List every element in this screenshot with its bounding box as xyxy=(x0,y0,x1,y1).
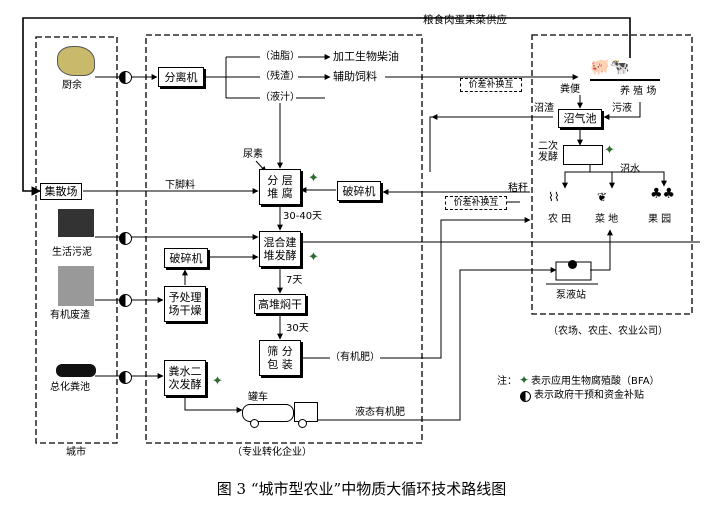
note-gov: 表示政府干预和资金补贴 xyxy=(534,390,644,401)
mix-compost-box: 混合建 堆发酵 xyxy=(259,231,301,267)
leftovers-label: 下脚料 xyxy=(165,180,195,191)
farm-region xyxy=(531,34,693,315)
livestock-label: 养 殖 场 xyxy=(620,86,657,97)
orchard-label: 果 园 xyxy=(648,214,672,225)
sludge-photo-icon xyxy=(58,209,94,237)
liquid-label: （液汁） xyxy=(260,92,300,103)
price-exchange-mid: 价差补换互 xyxy=(445,196,507,210)
note-bfa: 表示应用生物腐殖酸（BFA） xyxy=(531,376,660,387)
biogas-residue-label: 沼渣 xyxy=(534,103,554,114)
layered-line1: 分 层 xyxy=(267,174,293,187)
feed-label: 辅助饲料 xyxy=(333,70,377,83)
second-ferment-label: 二次 发酵 xyxy=(538,141,558,163)
bfa-leaf-icon: ✦ xyxy=(308,250,319,265)
layered-line2: 堆 腐 xyxy=(267,187,293,200)
high-pile-box: 高堆焖干 xyxy=(254,294,306,314)
bfa-leaf-icon: ✦ xyxy=(308,171,319,186)
city-label: 城市 xyxy=(66,447,86,458)
pump-label: 泵液站 xyxy=(556,290,586,301)
second-line1: 二次 xyxy=(538,141,558,152)
tanker-truck-icon xyxy=(242,402,318,428)
biogas-box: 沼气池 xyxy=(558,109,602,128)
second-ferment-tank xyxy=(563,145,603,165)
pretreat-line2: 场干燥 xyxy=(168,304,202,317)
mix-line2: 堆发酵 xyxy=(263,249,297,262)
vegetable-label: 菜 地 xyxy=(595,214,619,225)
separator-box: 分离机 xyxy=(158,67,204,87)
supply-label: 粮食肉蛋果菜供应 xyxy=(423,14,507,26)
field-icon: ⌇⌇ xyxy=(548,190,560,204)
crusher-left-box: 破碎机 xyxy=(164,248,208,268)
organic-waste-photo-icon xyxy=(58,266,94,306)
biogas-water-label: 沼水 xyxy=(620,164,640,175)
septic-label: 总化粪池 xyxy=(50,382,90,393)
enterprise-region xyxy=(145,34,423,444)
note-prefix: 注： xyxy=(497,376,517,387)
days-3040-label: 30-40天 xyxy=(283,211,323,222)
city-region xyxy=(35,36,118,444)
urea-label: 尿素 xyxy=(243,149,263,160)
market-box: 集散场 xyxy=(40,183,82,200)
enterprise-label: （专业转化企业） xyxy=(232,447,312,458)
bfa-leaf-icon: ✦ xyxy=(212,374,223,389)
livestock-icon: 🐖🐄 xyxy=(590,57,660,81)
gov-subsidy-icon xyxy=(119,371,132,384)
bfa-leaf-icon: ✦ xyxy=(519,373,530,387)
biodiesel-label: 加工生物柴油 xyxy=(333,50,399,63)
pretreat-box: 予处理 场干燥 xyxy=(164,286,206,322)
organic-fertilizer-label: （有机肥） xyxy=(330,352,380,363)
days-30-label: 30天 xyxy=(286,323,309,334)
farm-region-label: （农场、农庄、农业公司） xyxy=(548,326,668,337)
gov-subsidy-icon xyxy=(119,294,132,307)
supply-loop-line xyxy=(22,17,631,196)
liquid-fertilizer-label: 液态有机肥 xyxy=(355,407,405,418)
second-line2: 发酵 xyxy=(538,152,558,163)
septic-tank-icon xyxy=(56,364,96,377)
oil-label: （油脂） xyxy=(260,51,300,62)
pretreat-line1: 予处理 xyxy=(168,291,202,304)
screen-line1: 筛 分 xyxy=(267,345,293,358)
mix-line1: 混合建 xyxy=(263,236,297,249)
figure-caption: 图 3 “城市型农业”中物质大循环技术路线图 xyxy=(216,480,507,498)
manure-ferment-box: 粪水二 次发酵 xyxy=(164,360,206,396)
kitchen-label: 厨余 xyxy=(62,80,82,91)
gov-subsidy-icon xyxy=(520,391,531,402)
screen-line2: 包 装 xyxy=(267,358,293,371)
biogas-liquid-label: 污液 xyxy=(612,103,632,114)
field-label: 农 田 xyxy=(548,214,572,225)
pump-icon xyxy=(568,260,577,269)
days-7-label: 7天 xyxy=(286,275,303,286)
manure-line2: 次发酵 xyxy=(168,378,202,391)
manure-label: 粪便 xyxy=(560,84,580,95)
orchard-icon: ♣♣ xyxy=(650,186,676,202)
straw-label: 秸秆 xyxy=(508,183,528,194)
gov-subsidy-icon xyxy=(119,71,132,84)
crusher-right-box: 破碎机 xyxy=(337,181,381,201)
organic-waste-label: 有机废渣 xyxy=(50,310,90,321)
gov-subsidy-icon xyxy=(119,232,132,245)
vegetable-icon: ❦ xyxy=(597,190,608,204)
bfa-leaf-icon: ✦ xyxy=(604,143,615,158)
manure-line1: 粪水二 xyxy=(168,365,202,378)
tanker-label: 罐车 xyxy=(248,392,268,403)
layered-compost-box: 分 层 堆 腐 xyxy=(259,169,301,205)
price-exchange-top: 价差补换互 xyxy=(460,78,522,92)
residue-label: （残渣） xyxy=(260,71,300,82)
screen-pack-box: 筛 分 包 装 xyxy=(259,340,301,376)
kitchen-waste-icon xyxy=(57,46,95,76)
sludge-label: 生活污泥 xyxy=(52,247,92,258)
